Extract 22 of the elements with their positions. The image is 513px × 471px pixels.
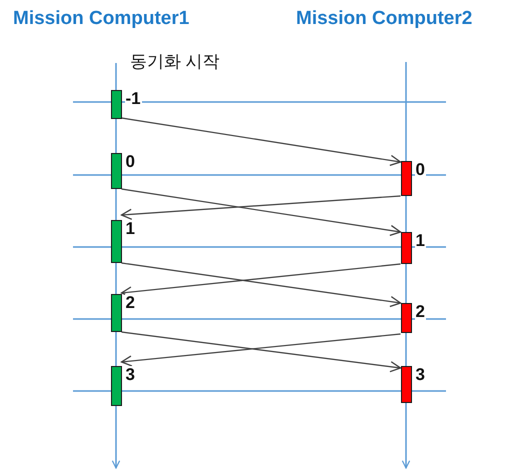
sync-marker-bar — [110, 366, 122, 406]
sync-start-note: 동기화 시작 — [130, 51, 220, 73]
sync-marker-bar — [110, 90, 122, 119]
sync-marker-bar — [400, 232, 412, 264]
lifeline-title: Mission Computer2 — [296, 8, 472, 30]
sync-marker-bar — [400, 161, 412, 196]
message-arrow — [121, 331, 402, 372]
step-number: 1 — [414, 232, 426, 250]
step-number: 2 — [414, 303, 426, 321]
sync-marker-bar — [400, 303, 412, 333]
sync-marker-bar — [400, 366, 412, 403]
message-arrow — [120, 195, 401, 220]
message-arrow — [121, 262, 402, 308]
lifeline-title: Mission Computer1 — [13, 8, 190, 30]
sync-marker-bar — [110, 294, 122, 332]
message-arrow — [120, 263, 401, 298]
sync-marker-bar — [110, 220, 122, 263]
step-number: 0 — [414, 161, 426, 179]
message-arrow — [120, 333, 401, 367]
message-arrow — [121, 188, 402, 236]
sync-marker-bar — [110, 153, 122, 189]
message-arrow — [121, 117, 402, 166]
